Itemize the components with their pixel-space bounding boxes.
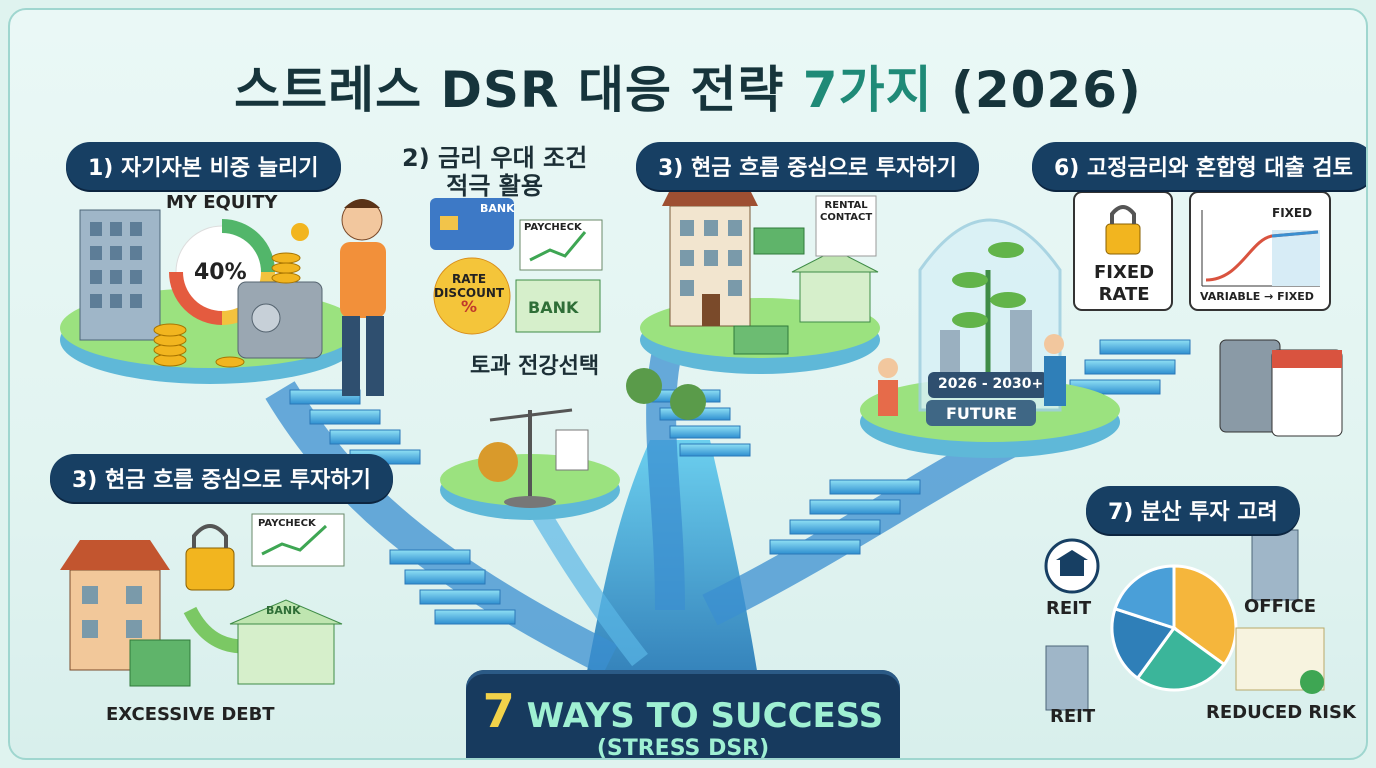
infographic-frame: 스트레스 DSR 대응 전략 7가지 (2026) bbox=[8, 8, 1368, 760]
rate-discount-line1: RATE bbox=[452, 272, 487, 286]
my-equity-label: MY EQUITY bbox=[166, 192, 278, 213]
fixed-rate-line1: FIXED bbox=[1094, 262, 1155, 283]
platform-equity bbox=[60, 199, 386, 396]
bank-sign-label: BANK bbox=[528, 298, 579, 317]
rental-line1: RENTAL bbox=[824, 200, 868, 211]
step-3-left-pill: 3) 현금 흐름 중심으로 투자하기 bbox=[50, 454, 393, 502]
diversification-pie bbox=[1110, 564, 1238, 692]
title-year: (2026) bbox=[932, 61, 1142, 119]
step-6-pill: 6) 고정금리와 혼합형 대출 검토 bbox=[1032, 142, 1366, 190]
step-2-title: 2) 금리 우대 조건 적극 활용 bbox=[402, 144, 587, 200]
step-2-line2: 적극 활용 bbox=[446, 172, 543, 200]
debt-scene bbox=[60, 513, 345, 687]
reit-bottom-label: REIT bbox=[1050, 706, 1096, 727]
banner-big-text: WAYS TO SUCCESS bbox=[514, 696, 884, 736]
rate-discount-label: RATE DISCOUNT % bbox=[434, 272, 505, 316]
pie-slice bbox=[1172, 564, 1238, 667]
step-7-pill: 7) 분산 투자 고려 bbox=[1086, 486, 1300, 534]
rate-discount-line2: DISCOUNT bbox=[434, 286, 505, 300]
rental-line2: CONTACT bbox=[820, 212, 873, 223]
pie-slice bbox=[1135, 625, 1227, 692]
platform-rate-discount bbox=[430, 198, 620, 520]
title-main: 스트레스 DSR 대응 전략 bbox=[234, 61, 803, 119]
office-label: OFFICE bbox=[1244, 596, 1317, 617]
banner-seven: 7 bbox=[482, 684, 515, 738]
pie-slice bbox=[1110, 606, 1177, 681]
paycheck-label: PAYCHECK bbox=[524, 222, 582, 233]
step-2-bottom-label: 토과 전강선택 bbox=[470, 354, 600, 379]
rate-discount-percent: % bbox=[461, 297, 478, 316]
page-title: 스트레스 DSR 대응 전략 7가지 (2026) bbox=[10, 50, 1366, 122]
rental-contact-label: RENTAL CONTACT bbox=[820, 200, 872, 224]
staircase-scene bbox=[60, 190, 1343, 758]
variable-fixed-label: VARIABLE → FIXED bbox=[1200, 290, 1314, 303]
bank-left-label: BANK bbox=[266, 604, 301, 617]
pie-slice bbox=[1113, 564, 1176, 631]
reduced-risk-label: REDUCED RISK bbox=[1206, 702, 1356, 723]
fixed-rate-label: FIXED RATE bbox=[1094, 262, 1154, 306]
bank-card-label: BANK bbox=[480, 202, 515, 215]
title-accent: 7가지 bbox=[802, 61, 933, 119]
success-banner: 7 WAYS TO SUCCESS (STRESS DSR) bbox=[466, 670, 900, 760]
equity-percent: 40% bbox=[194, 260, 247, 285]
banner-title: 7 WAYS TO SUCCESS bbox=[466, 684, 900, 738]
stair-steps-right bbox=[769, 339, 1191, 555]
platform-future bbox=[860, 218, 1120, 458]
platform-cash-flow bbox=[626, 190, 880, 420]
fixed-rate-cards bbox=[1073, 191, 1343, 437]
fixed-chart-label: FIXED bbox=[1272, 206, 1313, 220]
future-label: FUTURE bbox=[946, 404, 1018, 423]
fixed-rate-line2: RATE bbox=[1098, 284, 1150, 305]
future-years-label: 2026 - 2030+ bbox=[938, 376, 1044, 392]
banner-subtitle: (STRESS DSR) bbox=[596, 736, 770, 760]
step-3-top-pill: 3) 현금 흐름 중심으로 투자하기 bbox=[636, 142, 979, 190]
reit-top-label: REIT bbox=[1046, 598, 1092, 619]
step-2-line1: 2) 금리 우대 조건 bbox=[402, 144, 588, 172]
paycheck-left-label: PAYCHECK bbox=[258, 518, 316, 529]
step-1-pill: 1) 자기자본 비중 늘리기 bbox=[66, 142, 341, 190]
excessive-debt-label: EXCESSIVE DEBT bbox=[106, 704, 275, 725]
diversification-icons bbox=[1044, 529, 1325, 711]
